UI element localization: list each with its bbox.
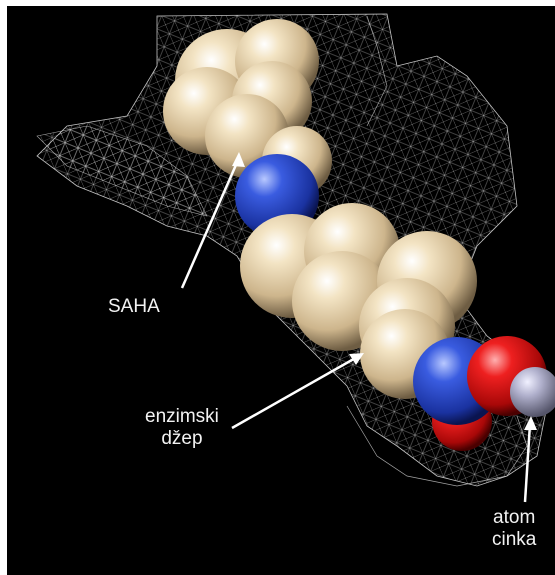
molecule-scene xyxy=(36,13,555,503)
arrowhead-zinc xyxy=(524,416,537,430)
zinc-atom xyxy=(510,367,555,417)
label-enzyme-pocket: enzimski džep xyxy=(145,406,219,449)
arrow-saha xyxy=(180,157,241,289)
saha-phenyl-ring xyxy=(163,19,332,196)
annotation-arrows xyxy=(180,152,537,503)
arrow-pocket xyxy=(231,354,360,430)
label-saha: SAHA xyxy=(108,296,160,317)
arrowhead-saha xyxy=(232,152,245,167)
molecule-visualization: SAHA enzimski džep atom cinka xyxy=(7,6,555,575)
label-zinc-atom: atom cinka xyxy=(492,507,537,550)
arrowhead-pocket xyxy=(349,353,364,365)
arrow-zinc xyxy=(523,423,532,503)
